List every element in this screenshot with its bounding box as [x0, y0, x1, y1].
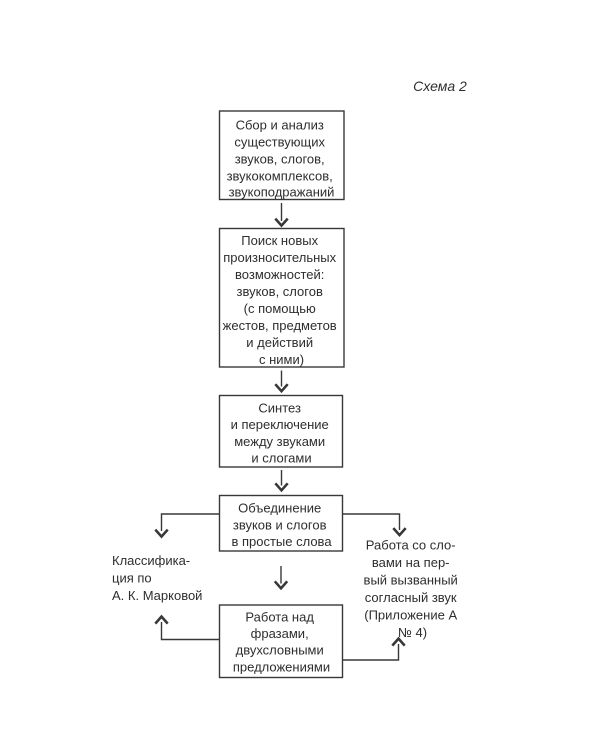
svg-text:Работа над фразами, дв: Работа над фразами, двухсловными предлож… [233, 610, 330, 675]
svg-text:Схема 2: Схема 2 [413, 78, 467, 94]
svg-text:Синтез и переключение: Синтез и переключение между звуками и сл… [231, 401, 333, 466]
svg-text:Сбор и анализ существующих: Сбор и анализ существующих звуков, слого… [227, 118, 337, 200]
svg-text:Поиск новых произносительн: Поиск новых произносительных возможносте… [223, 233, 341, 367]
svg-text:Объединение звуков и слого: Объединение звуков и слогов в простые сл… [231, 501, 332, 550]
svg-text:Работа со сло- вами на пер: Работа со сло- вами на пер- вый вызванны… [364, 538, 462, 641]
svg-text:Классифика- ция по А.: Классифика- ция по А. К. Марковой [112, 553, 202, 603]
